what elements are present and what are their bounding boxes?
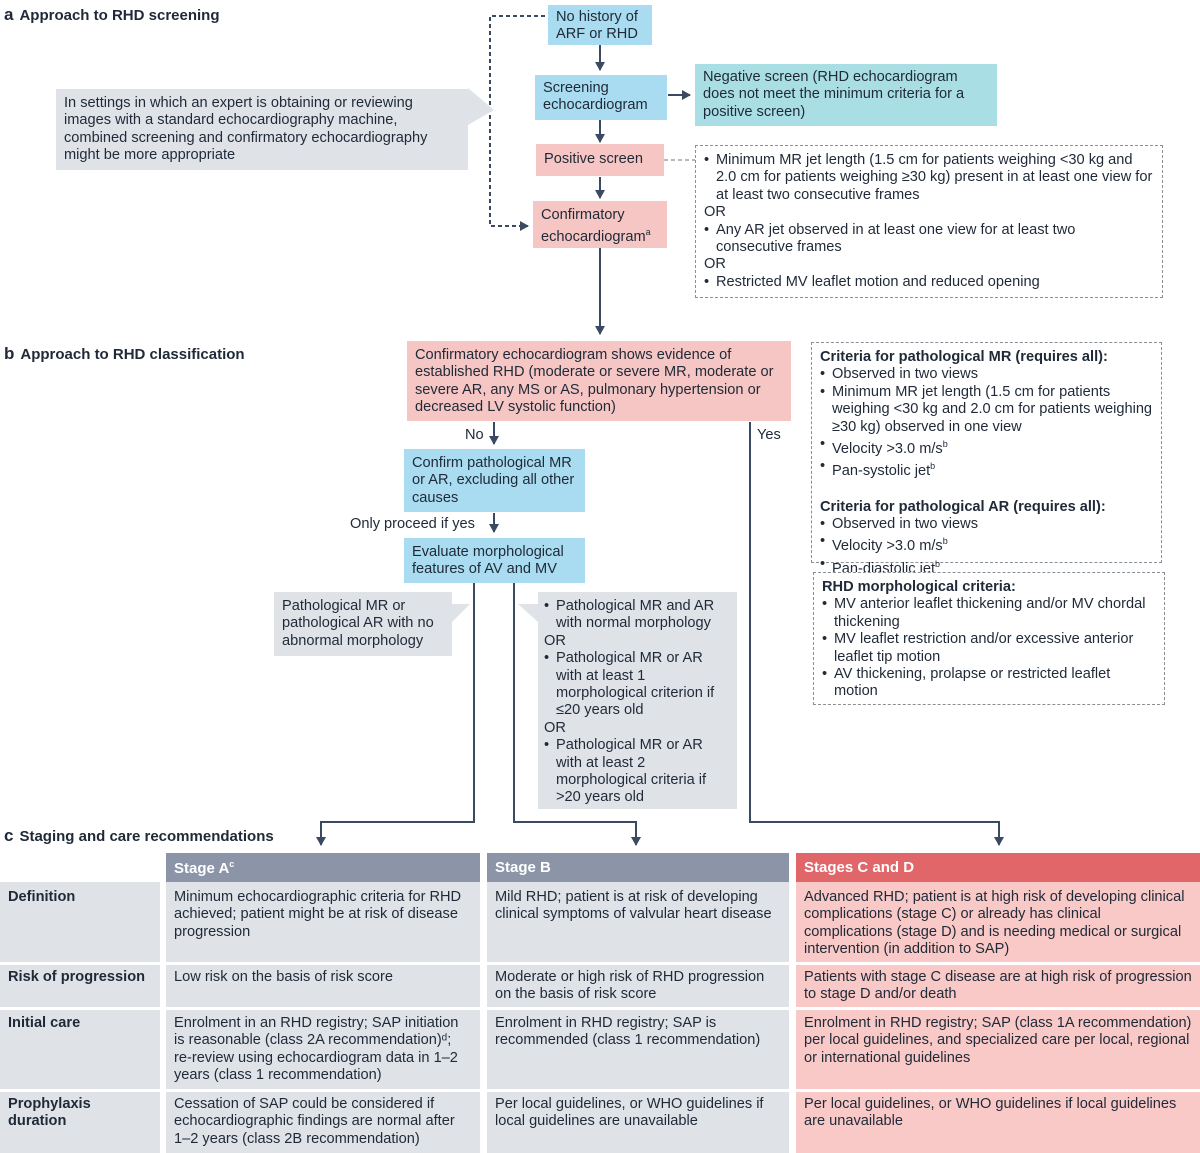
callout-pointer-stage-b <box>518 604 538 622</box>
stage-b-header: Stage B <box>487 853 789 882</box>
criteria-item: Restricted MV leaflet motion and reduced… <box>704 274 1154 292</box>
stage-b-criteria-box: Pathological MR and AR with normal morph… <box>538 592 737 809</box>
cell-care-stage-b: Enrolment in RHD registry; SAP is recomm… <box>495 1015 761 1049</box>
stage-b-criteria-item: Pathological MR and AR with normal morph… <box>544 598 729 633</box>
cell-definition-stage-b: Mild RHD; patient is at risk of developi… <box>495 889 772 923</box>
row-divider <box>0 1089 1200 1092</box>
stage-b-criteria-or: OR <box>544 632 566 649</box>
expert-note-box: In settings in which an expert is obtain… <box>56 89 468 170</box>
confirm-pathological-box: Confirm pathological MR or AR, excluding… <box>404 449 585 512</box>
cell-prophylaxis-stage-cd: Per local guidelines, or WHO guidelines … <box>804 1096 1177 1130</box>
criteria-item: Any AR jet observed in at least one view… <box>704 222 1154 257</box>
positive-screen-box: Positive screen <box>536 144 664 176</box>
cell-prophylaxis-stage-b: Per local guidelines, or WHO guidelines … <box>495 1096 764 1130</box>
row-label-initial-care: Initial care <box>8 1015 81 1031</box>
stage-a-header: Stage Ac <box>166 853 480 882</box>
established-rhd-box: Confirmatory echocardiogram shows eviden… <box>407 341 791 421</box>
no-history-box: No history of ARF or RHD <box>548 5 652 45</box>
negative-screen-box: Negative screen (RHD echocardiogram does… <box>695 64 997 126</box>
criteria-item: Minimum MR jet length (1.5 cm for patien… <box>704 152 1154 204</box>
cell-prophylaxis-stage-a: Cessation of SAP could be considered if … <box>174 1096 455 1147</box>
pathological-criteria-box: Criteria for pathological MR (requires a… <box>811 342 1162 577</box>
no-label: No <box>465 427 484 443</box>
mr-criteria-item: Observed in two views <box>820 366 1153 384</box>
row-label-risk: Risk of progression <box>8 969 146 985</box>
evaluate-morphology-box: Evaluate morphological features of AV an… <box>404 538 585 583</box>
stage-b-column <box>487 882 789 1153</box>
stage-a-column <box>166 882 480 1153</box>
dashed-arrow-history-to-confirmatory <box>489 15 545 231</box>
mr-criteria-item: Minimum MR jet length (1.5 cm for patien… <box>820 384 1153 436</box>
cell-care-stage-a: Enrolment in an RHD registry; SAP initia… <box>174 1015 459 1084</box>
cell-care-stage-cd: Enrolment in RHD registry; SAP (class 1A… <box>804 1015 1192 1066</box>
cell-risk-stage-cd: Patients with stage C disease are at hig… <box>804 969 1192 1003</box>
cell-risk-stage-a: Low risk on the basis of risk score <box>174 969 393 985</box>
ar-criteria-item: Velocity >3.0 m/sb <box>820 533 1153 555</box>
stage-cd-header: Stages C and D <box>796 853 1200 882</box>
criteria-or: OR <box>704 256 726 273</box>
cell-definition-stage-cd: Advanced RHD; patient is at high risk of… <box>804 889 1185 958</box>
stage-b-criteria-item: Pathological MR or AR with at least 2 mo… <box>544 737 729 807</box>
morph-criteria-item: MV anterior leaflet thickening and/or MV… <box>822 596 1156 631</box>
morph-criteria-item: MV leaflet restriction and/or excessive … <box>822 631 1156 666</box>
cell-risk-stage-b: Moderate or high risk of RHD progression… <box>495 969 765 1003</box>
criteria-or: OR <box>704 204 726 221</box>
row-divider <box>0 962 1200 965</box>
confirmatory-echo-box: Confirmatory echocardiograma <box>533 201 667 248</box>
row-label-prophylaxis: Prophylaxis duration <box>8 1096 91 1130</box>
ar-criteria-title: Criteria for pathological AR (requires a… <box>820 498 1106 515</box>
stage-b-criteria-item: Pathological MR or AR with at least 1 mo… <box>544 650 729 720</box>
morph-criteria-item: AV thickening, prolapse or restricted le… <box>822 666 1156 701</box>
arrow-to-stage-b <box>513 582 641 846</box>
morphological-criteria-box: RHD morphological criteria: MV anterior … <box>813 572 1165 705</box>
row-divider <box>0 1007 1200 1010</box>
row-label-column <box>0 882 160 1153</box>
arrow-yes-to-stage-cd <box>749 422 1004 846</box>
morph-criteria-title: RHD morphological criteria: <box>822 579 1016 595</box>
callout-pointer-expert <box>468 88 494 125</box>
yes-label: Yes <box>757 427 781 443</box>
stage-cd-column <box>796 882 1200 1153</box>
stage-b-criteria-or: OR <box>544 719 566 736</box>
positive-criteria-box: Minimum MR jet length (1.5 cm for patien… <box>695 145 1163 298</box>
cell-definition-stage-a: Minimum echocardiographic criteria for R… <box>174 889 462 940</box>
row-label-definition: Definition <box>8 889 76 905</box>
ar-criteria-item: Observed in two views <box>820 516 1153 534</box>
mr-criteria-item: Velocity >3.0 m/sb <box>820 436 1153 458</box>
mr-criteria-item: Pan-systolic jetb <box>820 458 1153 480</box>
screening-echo-box: Screening echocardiogram <box>535 75 667 120</box>
proceed-label: Only proceed if yes <box>350 516 475 532</box>
no-abnormal-morphology-box: Pathological MR or pathological AR with … <box>274 592 452 656</box>
arrow-to-stage-a <box>316 582 475 846</box>
mr-criteria-title: Criteria for pathological MR (requires a… <box>820 349 1108 365</box>
callout-pointer-no-abnormal <box>452 604 470 622</box>
